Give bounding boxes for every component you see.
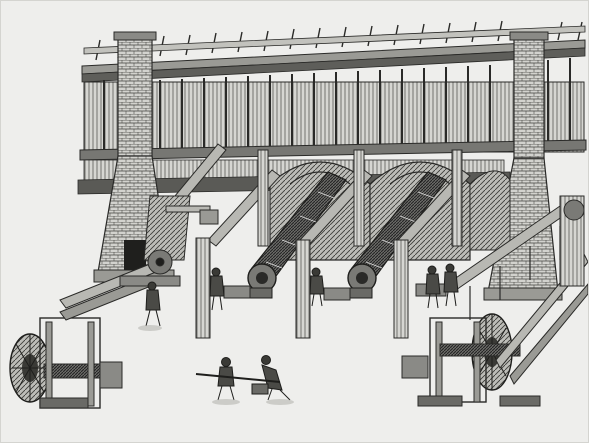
left-shaft-frame — [39, 263, 157, 409]
anvil-block — [251, 383, 269, 395]
right-scaffold — [449, 195, 585, 320]
worker-left — [145, 281, 161, 327]
workbenches — [199, 209, 447, 301]
worker-post-one — [209, 267, 225, 311]
worker-figures — [145, 263, 459, 401]
worker-right-stairs — [443, 263, 459, 307]
worker-foreground-left — [217, 357, 235, 401]
pry-lever — [195, 373, 281, 383]
worker-post-two — [309, 267, 325, 307]
left-furnace-machine — [119, 195, 211, 287]
gear-wheels — [231, 263, 377, 299]
worker-right-furnace — [425, 265, 441, 309]
ground-shadows — [138, 325, 294, 405]
left-chimney — [93, 31, 175, 283]
